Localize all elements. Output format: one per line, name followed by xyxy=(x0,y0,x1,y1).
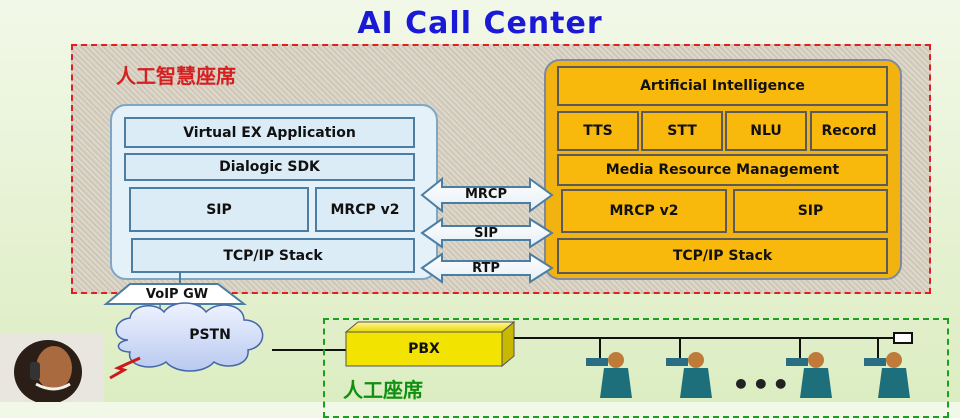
pstn-label: PSTN xyxy=(189,327,231,343)
tts-box: TTS xyxy=(557,111,639,151)
nlu-box: NLU xyxy=(725,111,807,151)
human-agent-icon xyxy=(864,352,910,398)
caller-photo xyxy=(0,334,104,402)
pstn-cloud-icon xyxy=(115,302,264,372)
page-title: AI Call Center xyxy=(357,6,603,41)
rtp-link-label: RTP xyxy=(472,261,500,276)
voip-gw-label: VoIP GW xyxy=(145,287,209,302)
human-agent-icon xyxy=(586,352,632,398)
left-sip-box: SIP xyxy=(129,187,309,232)
more-agents-ellipsis: ••• xyxy=(732,368,792,401)
human-agent-icon xyxy=(786,352,832,398)
human-agent-icon xyxy=(666,352,712,398)
sip-double-arrow xyxy=(420,217,554,249)
left-mrcp-box: MRCP v2 xyxy=(315,187,415,232)
human-agent-zone xyxy=(323,318,949,418)
left-tcpip-box: TCP/IP Stack xyxy=(131,238,415,273)
mrcp-double-arrow xyxy=(420,176,554,214)
virtual-ex-application-box: Virtual EX Application xyxy=(124,117,415,148)
bus-terminator-icon xyxy=(893,332,913,344)
stt-box: STT xyxy=(641,111,723,151)
rtp-double-arrow xyxy=(420,252,554,284)
sip-link-label: SIP xyxy=(474,226,498,241)
agent-drop-lines xyxy=(599,338,879,358)
right-mrcp-box: MRCP v2 xyxy=(561,189,727,233)
pbx-box-icon xyxy=(344,320,516,368)
lightning-icon xyxy=(109,356,141,380)
right-sip-box: SIP xyxy=(733,189,888,233)
media-resource-management-box: Media Resource Management xyxy=(557,154,888,186)
human-zone-label: 人工座席 xyxy=(343,378,423,402)
pbx-label: PBX xyxy=(408,341,440,357)
voip-gateway-shape xyxy=(103,272,247,305)
right-tcpip-box: TCP/IP Stack xyxy=(557,238,888,274)
artificial-intelligence-box: Artificial Intelligence xyxy=(557,66,888,106)
mrcp-link-label: MRCP xyxy=(464,187,507,202)
network-diagram-graphics xyxy=(0,176,913,402)
dialogic-sdk-box: Dialogic SDK xyxy=(124,153,415,181)
record-box: Record xyxy=(810,111,888,151)
ai-zone-label: 人工智慧座席 xyxy=(116,64,236,88)
